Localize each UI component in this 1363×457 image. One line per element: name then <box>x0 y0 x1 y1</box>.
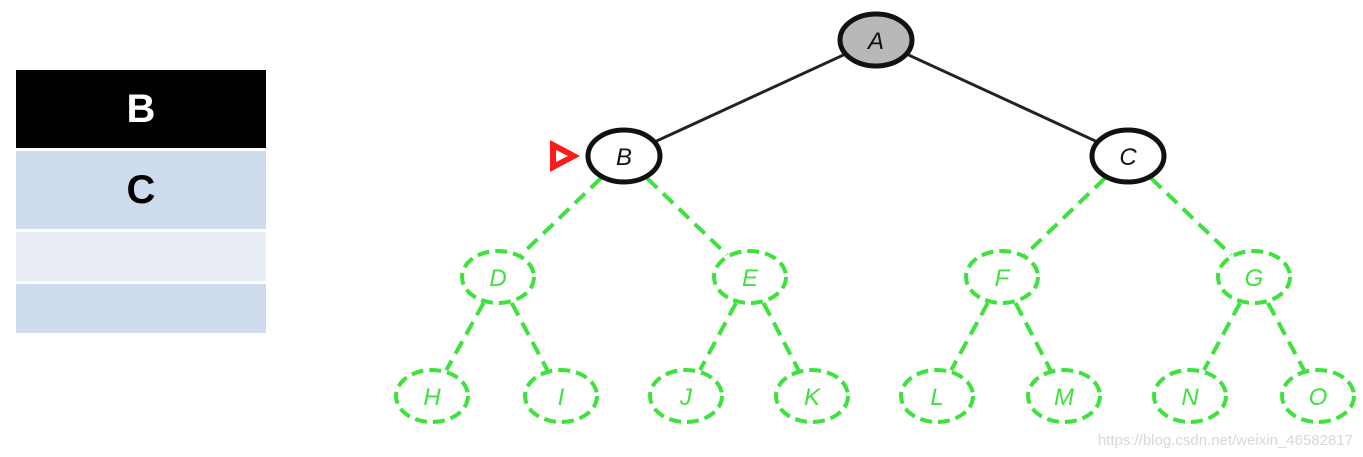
node-label-C: C <box>1119 144 1137 171</box>
node-label-B: B <box>616 144 632 171</box>
node-circle-A <box>837 11 915 69</box>
tree-edges <box>444 53 1306 372</box>
node-label-N: N <box>1181 384 1199 411</box>
tree-nodes: A B C D E F G H I J K L M N O <box>394 11 1356 424</box>
edge-A-C <box>907 53 1097 143</box>
edge-E-J <box>698 302 738 371</box>
node-circle-D <box>460 249 536 305</box>
node-label-M: M <box>1054 384 1074 411</box>
node-label-D: D <box>489 265 506 292</box>
edge-B-D <box>519 176 603 257</box>
node-circle-G <box>1216 249 1292 305</box>
tree-node-F: F <box>964 249 1040 305</box>
edge-F-M <box>1013 302 1053 371</box>
edge-C-F <box>1023 176 1107 257</box>
node-circle-C <box>1089 127 1167 185</box>
edge-C-G <box>1149 176 1233 257</box>
tree-node-A: A <box>837 11 915 69</box>
queue-cell-front: B <box>16 70 266 148</box>
node-label-L: L <box>930 384 943 411</box>
node-circle-H <box>394 368 470 424</box>
edge-D-I <box>510 302 549 371</box>
queue-cell-4 <box>16 284 266 333</box>
pointer-arrow-inner <box>556 150 568 162</box>
queue-table: B C <box>16 70 266 336</box>
node-circle-O <box>1280 368 1356 424</box>
tree-node-L: L <box>899 368 975 424</box>
edge-G-O <box>1266 302 1306 371</box>
tree-node-M: M <box>1026 368 1102 424</box>
tree-node-H: H <box>394 368 470 424</box>
node-circle-J <box>648 368 724 424</box>
tree-node-B: B <box>585 127 663 185</box>
edge-G-N <box>1202 302 1242 371</box>
node-label-I: I <box>558 384 565 411</box>
watermark: https://blog.csdn.net/weixin_46582817 <box>1097 432 1353 449</box>
edge-E-K <box>761 302 801 371</box>
node-label-O: O <box>1309 384 1328 411</box>
node-circle-E <box>712 249 788 305</box>
edge-A-B <box>655 53 845 143</box>
node-label-E: E <box>742 265 759 292</box>
node-label-A: A <box>866 28 884 55</box>
tree-node-D: D <box>460 249 536 305</box>
tree-node-O: O <box>1280 368 1356 424</box>
queue-cell-3 <box>16 232 266 281</box>
node-circle-I <box>523 368 599 424</box>
tree-node-E: E <box>712 249 788 305</box>
node-circle-L <box>899 368 975 424</box>
node-label-K: K <box>804 384 821 411</box>
node-label-F: F <box>995 265 1011 292</box>
tree-node-K: K <box>774 368 850 424</box>
tree-node-N: N <box>1152 368 1228 424</box>
node-circle-N <box>1152 368 1228 424</box>
edge-F-L <box>949 301 990 372</box>
edge-B-E <box>645 176 729 257</box>
node-circle-M <box>1026 368 1102 424</box>
node-circle-B <box>585 127 663 185</box>
node-circle-F <box>964 249 1040 305</box>
edge-D-H <box>444 301 486 372</box>
tree-node-J: J <box>648 368 724 424</box>
current-pointer <box>550 140 580 172</box>
tree-node-G: G <box>1216 249 1292 305</box>
node-circle-K <box>774 368 850 424</box>
queue-cell-2: C <box>16 151 266 229</box>
node-label-J: J <box>679 384 693 411</box>
tree-node-C: C <box>1089 127 1167 185</box>
node-label-G: G <box>1245 265 1264 292</box>
node-label-H: H <box>423 384 441 411</box>
tree-node-I: I <box>523 368 599 424</box>
